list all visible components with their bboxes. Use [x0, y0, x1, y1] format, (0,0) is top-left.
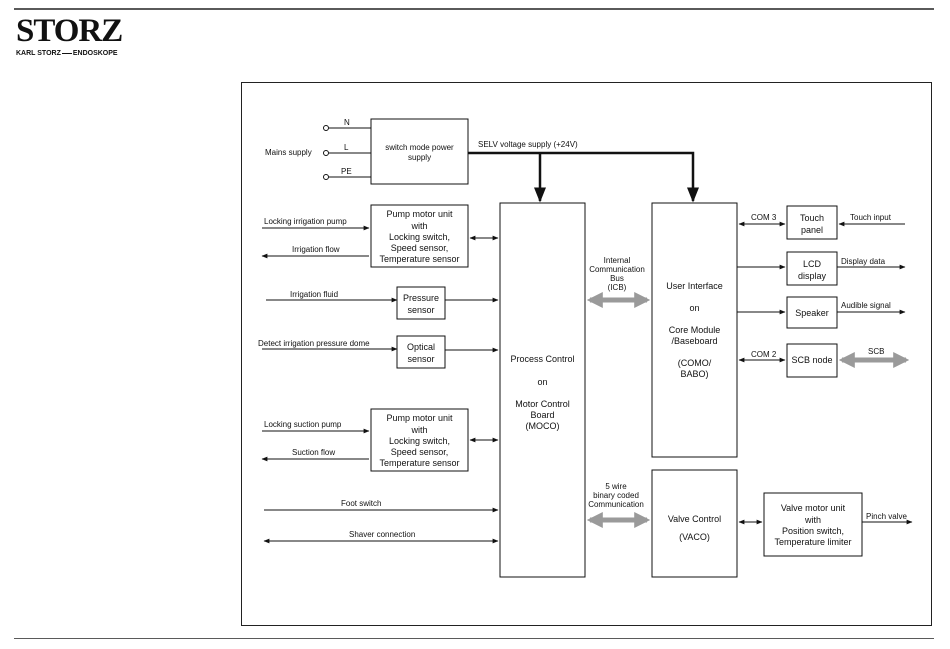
storz-logo: STORZ KARL STORZ ENDOSKOPE [16, 14, 156, 58]
valve-motor-line-3: Position switch, [782, 526, 844, 536]
pump2-line-4: Speed sensor, [391, 447, 449, 457]
optical-sensor-line-2: sensor [407, 354, 434, 364]
moco-line-2: on [537, 377, 547, 387]
lcd-line-2: display [798, 271, 827, 281]
label-detect-dome: Detect irrigation pressure dome [258, 339, 370, 348]
scb-node-label: SCB node [791, 355, 832, 365]
pump1-line-1: Pump motor unit [386, 209, 453, 219]
label-touch-input: Touch input [850, 213, 892, 222]
selv-line [468, 151, 699, 203]
touch-panel-line-1: Touch [800, 213, 824, 223]
pump1-line-3: Locking switch, [389, 232, 450, 242]
pump2-line-5: Temperature sensor [379, 458, 459, 468]
label-display-data: Display data [841, 257, 886, 266]
pump1-line-2: with [410, 221, 427, 231]
pump1-line-5: Temperature sensor [379, 254, 459, 264]
icb-line-1: Internal [604, 256, 631, 265]
lcd-box [786, 251, 838, 286]
psu-label-2: supply [408, 153, 431, 162]
lcd-line-1: LCD [803, 259, 822, 269]
pressure-sensor-box [396, 286, 446, 320]
label-shaver-connection: Shaver connection [349, 530, 415, 539]
moco-box [499, 202, 586, 578]
icb-line-3: Bus [610, 274, 624, 283]
icb-line-2: Communication [589, 265, 645, 274]
pressure-sensor-line-1: Pressure [403, 293, 439, 303]
label-audible-signal: Audible signal [841, 301, 891, 310]
vaco-box [651, 469, 738, 578]
optical-sensor-line-1: Optical [407, 342, 435, 352]
label-suction-flow: Suction flow [292, 448, 335, 457]
valve-motor-line-4: Temperature limiter [774, 537, 851, 547]
optical-sensor-box [396, 335, 446, 369]
label-irrigation-fluid: Irrigation fluid [290, 290, 338, 299]
wire5-line-2: binary coded [593, 491, 639, 500]
ui-line-1: User Interface [666, 281, 723, 291]
ui-line-4: /Baseboard [671, 336, 717, 346]
ui-line-2: on [689, 303, 699, 313]
wire5-line-1: 5 wire [605, 482, 627, 491]
scb-node-box [786, 343, 838, 378]
label-locking-irrigation-pump: Locking irrigation pump [264, 217, 347, 226]
pump2-line-2: with [410, 425, 427, 435]
ui-line-3: Core Module [669, 325, 721, 335]
logo-sub-right: ENDOSKOPE [72, 50, 118, 57]
pump1-box [370, 204, 469, 268]
logo-subline: KARL STORZ ENDOSKOPE [16, 50, 118, 57]
vaco-line-1: Valve Control [668, 514, 721, 524]
moco-line-5: (MOCO) [526, 421, 560, 431]
header-rule [14, 8, 934, 10]
terminal-n [323, 125, 329, 131]
label-foot-switch: Foot switch [341, 499, 381, 508]
label-mains-supply: Mains supply [265, 148, 312, 157]
vaco-line-2: (VACO) [679, 532, 710, 542]
ui-box [651, 202, 738, 458]
label-com3: COM 3 [751, 213, 777, 222]
touch-panel-box [786, 205, 838, 240]
label-n: N [344, 118, 350, 127]
moco-line-3: Motor Control [515, 399, 570, 409]
footer-rule [14, 638, 934, 639]
moco-line-1: Process Control [510, 354, 574, 364]
logo-wordmark: STORZ [16, 13, 123, 49]
icb-line-4: (ICB) [608, 283, 627, 292]
ui-line-6: BABO) [680, 369, 708, 379]
label-irrigation-flow: Irrigation flow [292, 245, 340, 254]
valve-motor-line-1: Valve motor unit [781, 503, 846, 513]
pump2-line-3: Locking switch, [389, 436, 450, 446]
label-pe: PE [341, 167, 352, 176]
terminal-l [323, 150, 329, 156]
pump1-line-4: Speed sensor, [391, 243, 449, 253]
pressure-sensor-line-2: sensor [407, 305, 434, 315]
psu-box [370, 118, 469, 185]
label-selv: SELV voltage supply (+24V) [478, 140, 578, 149]
moco-line-4: Board [530, 410, 554, 420]
label-com2: COM 2 [751, 350, 777, 359]
label-l: L [344, 143, 349, 152]
valve-motor-box [763, 492, 863, 557]
label-pinch-valve: Pinch valve [866, 512, 907, 521]
diagram-frame [241, 82, 932, 626]
pump2-box [370, 408, 469, 472]
speaker-label: Speaker [795, 308, 829, 318]
touch-panel-line-2: panel [801, 225, 823, 235]
pump2-line-1: Pump motor unit [386, 413, 453, 423]
terminal-pe [323, 174, 329, 180]
label-locking-suction-pump: Locking suction pump [264, 420, 342, 429]
label-scb: SCB [868, 347, 884, 356]
logo-sub-left: KARL STORZ [16, 50, 61, 57]
ui-line-5: (COMO/ [678, 358, 712, 368]
psu-label-1: switch mode power [385, 143, 454, 152]
valve-motor-line-2: with [804, 515, 821, 525]
mains-supply-group: N L PE Mains supply [265, 118, 371, 180]
wire5-line-3: Communication [588, 500, 644, 509]
